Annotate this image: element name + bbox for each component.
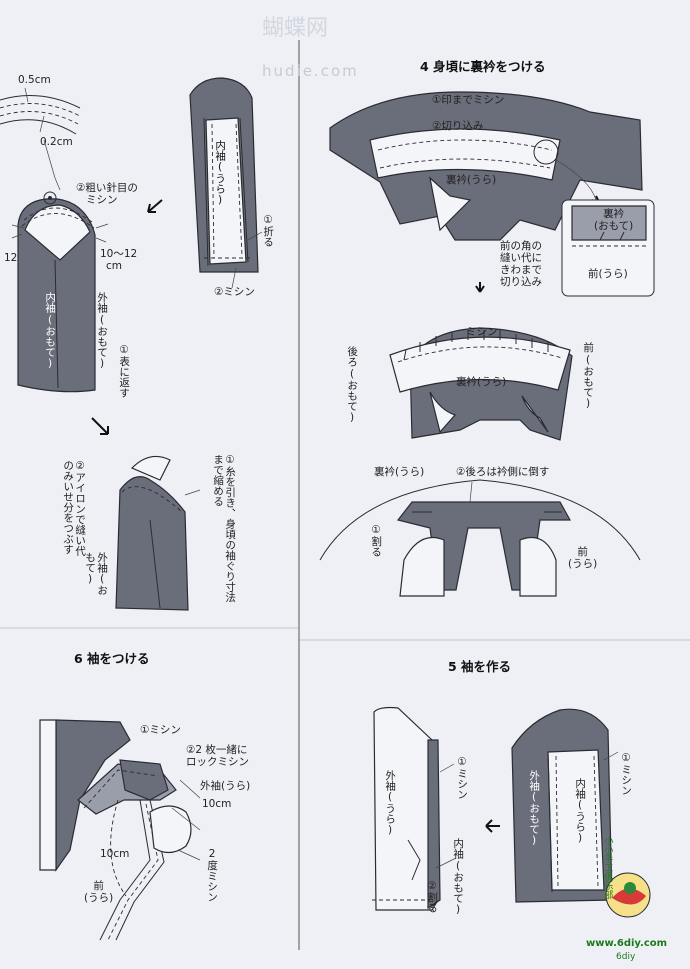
label-rough-stitch: ②粗い針目の ミシン	[76, 182, 138, 207]
label-sew-to-mark: ①印までミシン	[432, 94, 505, 106]
dim-05: 0.5cm	[18, 74, 51, 86]
label-split: ①割る	[370, 524, 383, 557]
dim-10-12: 10～12 cm	[100, 248, 138, 273]
step4-collar-3	[319, 479, 641, 597]
footer-url[interactable]: www.6diy.com	[586, 938, 668, 949]
label-double-stitch: 2度ミシン	[206, 848, 219, 902]
label-detail-collar: 裏衿 (おもて)	[594, 208, 634, 233]
footer-club: 小小手工俱乐部	[602, 836, 613, 899]
footer-logo-text: 6diy	[616, 952, 636, 962]
label-outer-sleeve: 外袖(おもて)	[96, 292, 109, 370]
label-inner-sleeve: 内袖(おもて)	[44, 292, 57, 370]
step5-sleeve-outer	[372, 706, 457, 911]
label-iron: ②アイロンで縫い代のみいせ分をつぶす	[62, 460, 87, 556]
label-front-front: 前(おもて)	[582, 342, 595, 409]
label-step5-sew: ①ミシン	[456, 756, 469, 800]
dim-12: 12	[4, 252, 18, 264]
label-sewing: ミシン	[466, 326, 498, 338]
label-step6-sew: ①ミシン	[140, 724, 181, 736]
step5-sleeve-pair	[511, 708, 619, 903]
label-collar-back: 裏衿(うら)	[374, 466, 425, 478]
label-outer-sleeve-front-2: 外袖(おもて)	[528, 770, 541, 847]
watermark-site: 蝴蝶网	[262, 16, 329, 41]
step6-sleeve-set	[39, 719, 201, 941]
label-outer-sleeve-front: 外袖(おもて)	[84, 552, 109, 596]
label-under-collar: 裏衿(うら)	[446, 174, 497, 186]
label-step6-outer-sleeve: 外袖(うら)	[200, 780, 251, 792]
gather-detail	[0, 87, 81, 191]
label-inner-sleeve-back: 内袖(うら)	[214, 140, 227, 206]
label-clip: ②切り込み	[432, 120, 484, 132]
label-back-front: 後ろ(おもて)	[346, 346, 359, 424]
label-inner-sleeve-back-2: 内袖(うら)	[574, 778, 587, 844]
sleeve-left	[11, 191, 109, 393]
label-step6-front: 前 (うら)	[84, 880, 114, 905]
label-dim1: 10cm	[202, 798, 232, 810]
label-fold: ①折る	[262, 214, 275, 247]
label-corner-note: 前の角の 縫い代に きわまで 切り込み	[500, 240, 542, 289]
label-detail-front: 前(うら)	[588, 268, 628, 280]
label-under-collar-2: 裏衿(うら)	[456, 376, 507, 388]
label-turn-out: ①表に返す	[118, 344, 131, 398]
step4-title: 4 身頃に裏衿をつける	[420, 59, 546, 74]
step5-title: 5 袖を作る	[448, 659, 512, 674]
label-inner-sleeve-front: 内袖(おもて)	[452, 838, 465, 916]
label-pull-thread: ①糸を引き、身頃の袖ぐり寸法まで縮める	[212, 454, 237, 603]
footer-logo	[605, 872, 651, 918]
label-sew: ②ミシン	[214, 286, 255, 298]
label-dim2: 10cm	[100, 848, 130, 860]
sleeve-folded	[189, 77, 263, 289]
label-step5-sew2: ①ミシン	[620, 752, 633, 796]
dim-02: 0.2cm	[40, 136, 73, 148]
label-overlock: ②2 枚一緒に ロックミシン	[186, 744, 249, 769]
label-back-press: ②後ろは衿側に倒す	[456, 466, 550, 478]
step4-corner-detail	[561, 199, 655, 297]
step4-collar-2	[389, 327, 573, 441]
label-front-back: 前 (うら)	[568, 546, 598, 571]
label-outer-sleeve-back: 外袖(うら)	[384, 770, 397, 836]
label-step5-split: ②割る	[426, 880, 439, 913]
bodice-sleeve-gather	[115, 455, 201, 611]
step6-title: 6 袖をつける	[74, 651, 150, 666]
watermark-url: hudie.com	[262, 62, 359, 80]
